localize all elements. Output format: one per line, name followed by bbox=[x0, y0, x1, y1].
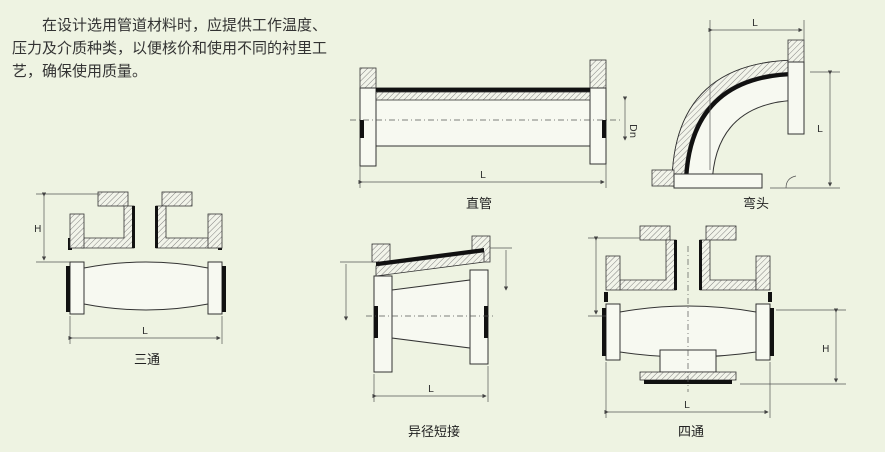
intro-text: 在设计选用管道材料时，应提供工作温度、压力及介质种类，以便核价和使用不同的衬里工… bbox=[12, 16, 328, 80]
cross-h-label: H bbox=[822, 344, 830, 355]
straight-right-flange-top bbox=[589, 59, 607, 89]
elbow-l-top-label: L bbox=[752, 18, 758, 29]
tee-main-flange-left bbox=[69, 261, 85, 315]
straight-lining-top bbox=[376, 88, 590, 92]
reducer-cone-body bbox=[391, 279, 471, 349]
elbow-bottom-flange bbox=[673, 173, 763, 189]
reducer-left-gasket bbox=[374, 306, 378, 338]
tee-branch-wall-right bbox=[155, 205, 211, 249]
tee-branch-wall-left bbox=[81, 205, 135, 249]
reducer-right-gasket bbox=[484, 306, 488, 338]
elbow-bottom-flange-hatch bbox=[651, 169, 675, 187]
reducer-lining bbox=[376, 248, 484, 266]
straight-caption: 直管 bbox=[466, 197, 492, 212]
elbow-figure: L L 弯头 bbox=[651, 18, 840, 212]
tee-l-label: L bbox=[142, 326, 148, 337]
reducer-left-flange-top bbox=[371, 243, 391, 263]
cross-side-flange-left-top bbox=[605, 255, 621, 291]
cross-branch-flange-right bbox=[705, 225, 737, 241]
elbow-caption: 弯头 bbox=[743, 196, 769, 212]
straight-left-flange-top bbox=[359, 67, 377, 89]
cross-main-gasket-left bbox=[602, 308, 606, 356]
straight-wall-top bbox=[375, 91, 591, 101]
cross-side-flange-right-top bbox=[755, 255, 771, 291]
reducer-figure: L 异径短接 bbox=[340, 235, 512, 440]
straight-right-gasket bbox=[602, 120, 606, 138]
cross-l-label: L bbox=[684, 400, 690, 411]
tee-caption: 三通 bbox=[134, 353, 160, 368]
tee-h-label: H bbox=[34, 224, 42, 235]
cross-branch-flange-left bbox=[639, 225, 671, 241]
tee-side-flange-left-top bbox=[69, 213, 85, 249]
tee-main-body bbox=[83, 261, 209, 311]
cross-main-flange-left bbox=[605, 303, 621, 361]
tee-main-gasket-left bbox=[66, 266, 70, 312]
cross-branch-wall-right bbox=[699, 239, 757, 291]
tee-branch-flange-left bbox=[97, 191, 129, 207]
tee-main-gasket-right bbox=[222, 266, 226, 312]
tee-branch-flange-right bbox=[161, 191, 193, 207]
straight-l-label: L bbox=[480, 170, 486, 181]
cross-branch-wall-left bbox=[619, 239, 677, 291]
cross-figure: H L 四通 bbox=[588, 225, 846, 440]
elbow-top-flange-hatch bbox=[787, 39, 805, 63]
cross-caption: 四通 bbox=[678, 425, 704, 440]
reducer-l-label: L bbox=[428, 384, 434, 395]
cross-lining-left bbox=[674, 240, 677, 290]
elbow-angle-arc bbox=[785, 175, 797, 189]
elbow-l-side-label: L bbox=[817, 124, 823, 135]
cross-main-gasket-right bbox=[770, 308, 774, 356]
elbow-top-flange bbox=[787, 61, 805, 135]
tee-lining-left bbox=[132, 206, 135, 248]
tee-side-flange-right-top bbox=[207, 213, 223, 249]
straight-left-gasket bbox=[360, 120, 364, 138]
straight-pipe-figure: Dn L 直管 bbox=[350, 59, 638, 212]
cross-upper-gasket-left bbox=[604, 292, 608, 302]
cross-upper-gasket-right bbox=[768, 292, 772, 302]
cross-main-flange-right bbox=[755, 303, 771, 361]
reducer-caption: 异径短接 bbox=[408, 424, 460, 440]
tee-figure: H L 三通 bbox=[34, 191, 226, 368]
straight-dn-label: Dn bbox=[627, 124, 638, 138]
tee-main-flange-right bbox=[207, 261, 223, 315]
cross-lining-right bbox=[699, 240, 702, 290]
cross-main-body bbox=[619, 305, 757, 358]
tee-lining-right bbox=[155, 206, 158, 248]
